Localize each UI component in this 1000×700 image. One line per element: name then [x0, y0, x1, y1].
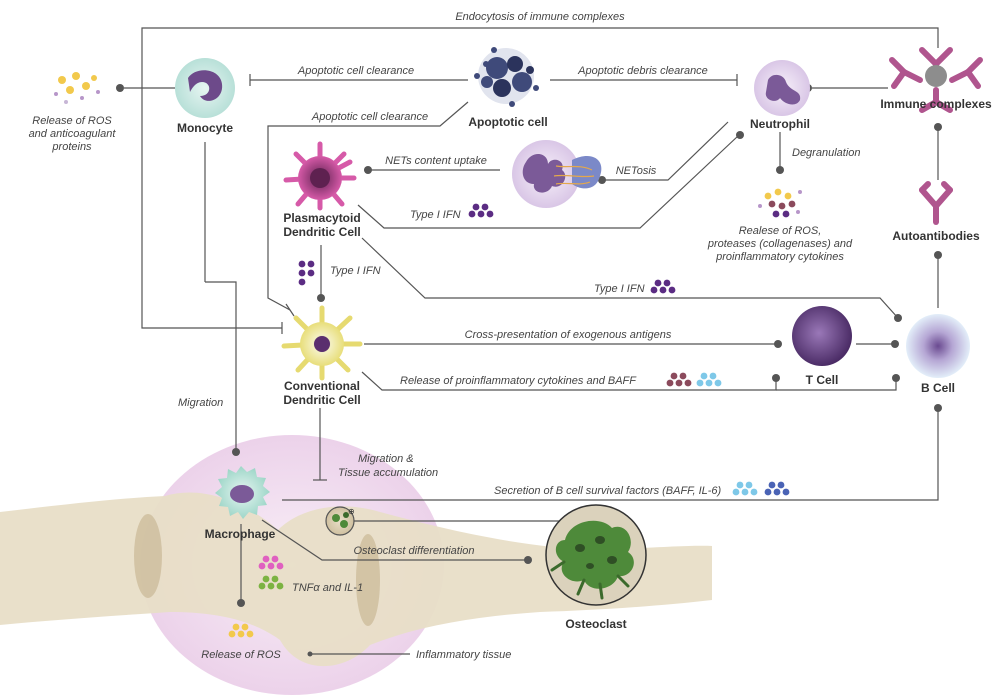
neutrophil-icon	[754, 60, 810, 116]
edge-label-secretion-b-cell: Secretion of B cell survival factors (BA…	[494, 485, 722, 497]
svg-text:⊕: ⊕	[348, 507, 355, 516]
edge-label-endocytosis: Endocytosis of immune complexes	[455, 11, 625, 23]
baff-il6-dots	[732, 481, 790, 496]
edge-label-apoptotic-clearance-2: Apoptotic cell clearance	[311, 111, 428, 123]
edge-label-migration: Migration	[178, 397, 223, 409]
macrophage-icon	[215, 466, 270, 519]
edge-label-cross-presentation: Cross-presentation of exogenous antigens	[465, 329, 672, 341]
plasmacytoid-dendritic-cell-icon	[283, 141, 357, 211]
edge-label-type1-ifn-2: Type I IFN	[330, 265, 381, 277]
node-label-neutrophil: Neutrophil	[750, 117, 810, 131]
node-label-b-cell: B Cell	[921, 381, 955, 395]
edge-label-release-ros: Release of ROS	[201, 649, 281, 661]
note-ros-anticoag-line3: proteins	[51, 141, 92, 153]
node-label-cdc-line2: Dendritic Cell	[283, 393, 360, 407]
type1-ifn-dots-1	[468, 203, 494, 218]
note-neutro-release-line2: proteases (collagenases) and	[707, 238, 853, 250]
ros-dots	[228, 623, 254, 638]
edge-label-inflammatory-tissue: Inflammatory tissue	[416, 649, 511, 661]
node-label-t-cell: T Cell	[806, 373, 839, 387]
type1-ifn-dots-3	[650, 279, 676, 294]
node-label-pdc-line1: Plasmacytoid	[283, 211, 360, 225]
edge-label-apoptotic-clearance-1: Apoptotic cell clearance	[297, 65, 414, 77]
edges	[124, 27, 939, 655]
note-neutro-release-line3: proinflammatory cytokines	[715, 251, 844, 263]
note-ros-anticoag-line2: and anticoagulant	[29, 128, 117, 140]
bone-marrow-left	[134, 514, 162, 598]
edge-label-type1-ifn-1: Type I IFN	[410, 209, 461, 221]
degranulation-dots	[758, 188, 802, 218]
antibody-icon	[919, 181, 953, 225]
node-label-monocyte: Monocyte	[177, 121, 233, 135]
edge-label-netosis: NETosis	[616, 165, 657, 177]
t-cell-icon	[792, 306, 852, 366]
note-ros-anticoag-line1: Release of ROS	[32, 115, 112, 127]
node-label-pdc-line2: Dendritic Cell	[283, 225, 360, 239]
osteoclast-icon	[545, 504, 647, 606]
conventional-dendritic-cell-icon	[281, 305, 363, 381]
node-label-apoptotic-cell: Apoptotic cell	[468, 115, 547, 129]
edge-label-migration-tissue-2: Tissue accumulation	[338, 467, 438, 479]
edge-label-nets-uptake: NETs content uptake	[385, 155, 487, 167]
bone-marrow-right	[356, 534, 380, 626]
osteoclast-precursor-lens: ⊕	[325, 506, 355, 536]
cytokine-dots	[666, 372, 722, 387]
ros-anticoagulant-dots	[54, 72, 100, 104]
node-label-immune-complexes: Immune complexes	[880, 97, 992, 111]
monocyte-icon	[175, 58, 235, 118]
type1-ifn-dots-2	[298, 260, 315, 286]
node-label-cdc-line1: Conventional	[284, 379, 360, 393]
node-label-osteoclast: Osteoclast	[565, 617, 626, 631]
edge-label-type1-ifn-3: Type I IFN	[594, 283, 645, 295]
node-label-autoantibodies: Autoantibodies	[892, 229, 980, 243]
edge-label-tnfa-il1: TNFα and IL-1	[292, 582, 363, 594]
edge-label-degranulation: Degranulation	[792, 147, 861, 159]
edge-label-apoptotic-debris: Apoptotic debris clearance	[577, 65, 708, 77]
note-neutro-release-line1: Realese of ROS,	[739, 225, 822, 237]
node-label-macrophage: Macrophage	[205, 527, 276, 541]
edge-label-release-cytokines-baff: Release of proinflammatory cytokines and…	[400, 375, 637, 387]
antigen-core	[925, 65, 947, 87]
apoptotic-cell-icon	[474, 47, 539, 107]
edge-label-osteoclast-diff: Osteoclast differentiation	[353, 545, 474, 557]
edge-label-migration-tissue-1: Migration &	[358, 453, 414, 465]
net-icon	[512, 140, 602, 208]
tnf-il1-dots	[258, 555, 284, 590]
b-cell-icon	[906, 314, 970, 378]
bone-shape	[0, 492, 712, 667]
